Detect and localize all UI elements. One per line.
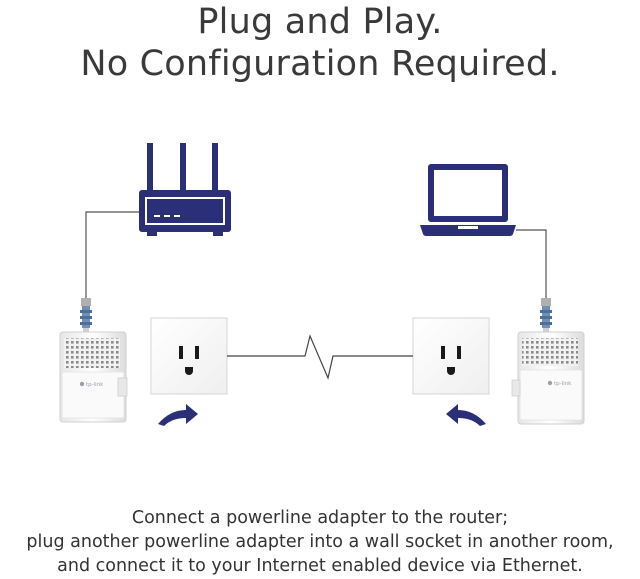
right-powerline-adapter: tp-link	[511, 331, 585, 425]
caption-line-1: Connect a powerline adapter to the route…	[131, 508, 509, 528]
headline: Plug and Play. No Configuration Required…	[0, 0, 640, 85]
router-icon	[139, 143, 231, 236]
left-wall-socket-icon	[150, 317, 228, 395]
headline-line-2: No Configuration Required.	[80, 44, 560, 84]
caption: Connect a powerline adapter to the route…	[0, 506, 640, 578]
left-curved-arrow-icon	[158, 404, 198, 426]
left-adapter-brand: tp-link	[86, 382, 104, 388]
powerline-signal-icon	[227, 334, 413, 380]
left-powerline-adapter: tp-link	[59, 331, 128, 423]
ethernet-cable-icon	[80, 211, 552, 332]
headline-line-1: Plug and Play.	[197, 2, 443, 42]
caption-line-3: and connect it to your Internet enabled …	[57, 556, 583, 576]
laptop-icon	[420, 164, 516, 236]
right-curved-arrow-icon	[446, 404, 486, 426]
right-wall-socket-icon	[412, 317, 490, 395]
network-diagram: tp-link tp-link	[59, 143, 585, 426]
caption-line-2: plug another powerline adapter into a wa…	[26, 532, 614, 552]
right-adapter-brand: tp-link	[554, 381, 572, 387]
